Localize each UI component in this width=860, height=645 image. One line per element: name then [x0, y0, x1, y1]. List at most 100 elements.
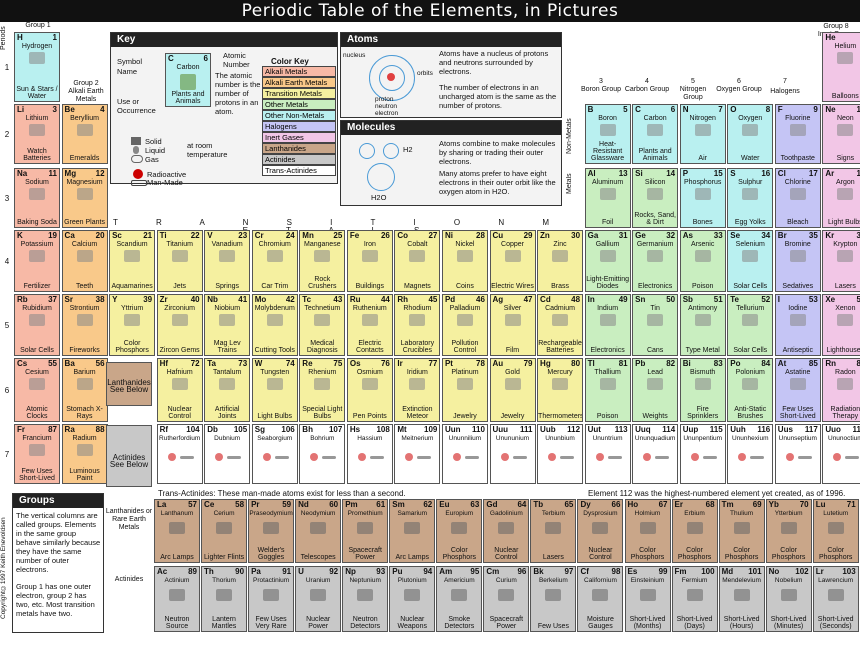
element-name: Niobium — [214, 305, 241, 312]
element-use: Color Phosphors — [115, 340, 149, 354]
element-picture-icon — [837, 314, 854, 326]
period-number: 6 — [4, 386, 10, 395]
element-use: Few Uses Short-Lived — [19, 468, 55, 482]
element-use: Poison — [596, 413, 619, 420]
element-name: Rhenium — [308, 369, 337, 376]
element-symbol: Ra — [64, 425, 75, 434]
element-use: Water — [741, 155, 760, 162]
element-number: 47 — [523, 295, 533, 304]
element-symbol: He — [825, 33, 836, 42]
element-symbol: No — [768, 567, 780, 576]
element-number: 15 — [713, 169, 723, 178]
element-picture-icon — [592, 522, 609, 534]
element-number: 59 — [282, 500, 292, 509]
hydrogen-atom-icon — [359, 143, 375, 159]
element-use: Mag Lev Trains — [213, 340, 241, 354]
element-number: 1 — [52, 33, 57, 42]
element-symbol: Cl — [777, 169, 786, 178]
element-number: 107 — [328, 425, 343, 434]
element-symbol: Ta — [207, 359, 216, 368]
color-key-item: Lanthanides — [262, 143, 336, 154]
element-number: 102 — [795, 567, 809, 576]
color-key-title: Color Key — [271, 57, 309, 66]
key-use-label: Use or Occurrence — [117, 97, 156, 115]
element-symbol: U — [298, 567, 304, 576]
element-symbol: Nd — [298, 500, 309, 509]
element-name: Indium — [597, 305, 619, 312]
element-picture-icon — [686, 522, 703, 534]
element-use: Spacecraft Power — [489, 616, 524, 630]
element-number: 6 — [670, 105, 676, 114]
element-use: Springs — [215, 283, 240, 290]
element-name: Technetium — [304, 305, 341, 312]
element-number: 74 — [285, 359, 295, 368]
element-use: Magnets — [403, 283, 431, 290]
element-symbol: Ne — [825, 105, 836, 114]
key-symbol-label: Symbol — [117, 57, 143, 66]
element-name: Uranium — [305, 577, 331, 584]
element-use: Film — [505, 347, 520, 354]
element-picture-icon — [545, 589, 562, 601]
element-symbol: Te — [730, 295, 739, 304]
element-picture-icon — [361, 378, 378, 390]
element-name: Bromine — [784, 241, 811, 248]
element-number: 88 — [95, 425, 105, 434]
element-name: Ununseptium — [778, 435, 817, 442]
element-picture-icon — [266, 314, 283, 326]
color-key-item: Alkali Metals — [262, 66, 336, 77]
element-picture-icon — [647, 250, 664, 262]
element-use: Watch Batteries — [23, 148, 51, 162]
element-name: Carbon — [643, 115, 667, 122]
element-symbol: Sr — [64, 295, 73, 304]
element-name: Thorium — [212, 577, 236, 584]
radioactive-icon — [167, 453, 176, 461]
element-number: 76 — [380, 359, 390, 368]
lanthanides-placeholder: Lanthanides See Below — [106, 362, 152, 406]
element-name: Neptunium — [349, 577, 381, 584]
element-name: Fluorine — [785, 115, 811, 122]
element-name: Plutonium — [397, 577, 427, 584]
element-name: Palladium — [449, 305, 481, 312]
element-name: Selenium — [735, 241, 765, 248]
element-name: Praseodymium — [249, 510, 293, 517]
color-key-item: Inert Gases — [262, 132, 336, 143]
element-symbol: Pb — [635, 359, 646, 368]
element-use: Short-Lived (Minutes) — [770, 616, 807, 630]
element-use: Smoke Detectors — [444, 616, 475, 630]
element-symbol: Zn — [540, 231, 550, 240]
element-use: Fireworks — [69, 347, 100, 354]
element-use: Arc Lamps — [160, 554, 194, 561]
element-use: Type Metal — [685, 347, 720, 354]
element-name: Francium — [22, 435, 52, 442]
color-key-item: Other Metals — [262, 99, 336, 110]
element-number: 90 — [235, 567, 245, 576]
radioactive-icon — [133, 169, 143, 179]
element-symbol: Db — [207, 425, 218, 434]
element-picture-icon — [124, 250, 141, 262]
element-name: Osmium — [356, 369, 383, 376]
element-use: Color Phosphors — [724, 547, 759, 561]
element-symbol: Sg — [254, 425, 265, 434]
element-name: Nickel — [455, 241, 475, 248]
element-symbol: Sm — [392, 500, 405, 509]
group3-label: 3 — [599, 78, 603, 85]
radioactive-icon — [785, 453, 794, 461]
element-name: Beryllium — [70, 115, 99, 122]
element-name: Thulium — [730, 510, 754, 517]
element-picture-icon — [733, 522, 750, 534]
key-liquid: Liquid — [145, 146, 166, 155]
element-use: Short-Lived (Hours) — [723, 616, 760, 630]
